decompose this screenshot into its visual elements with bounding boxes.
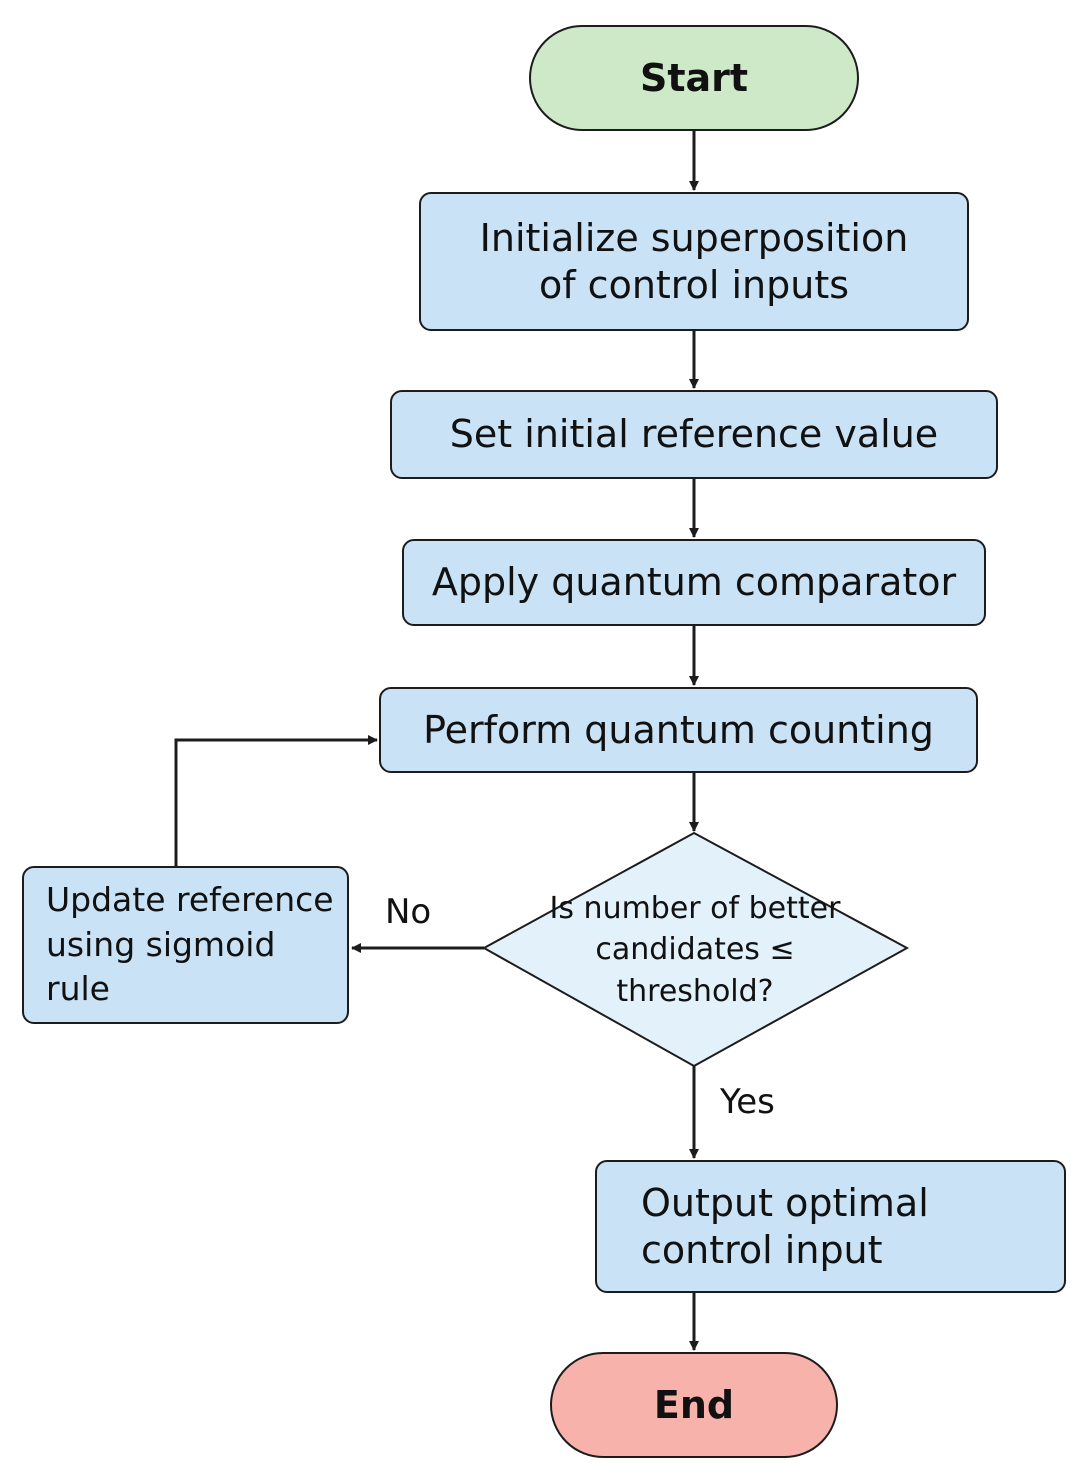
arrow-update-loop-to-counting — [174, 735, 378, 866]
initialize-superposition-label: Initialize superposition of control inpu… — [479, 216, 909, 307]
start-label: Start — [639, 55, 749, 100]
yes-branch-label: Yes — [720, 1082, 775, 1122]
quantum-counting-label: Perform quantum counting — [423, 707, 934, 752]
no-branch-label: No — [385, 892, 432, 932]
end-terminal: End — [550, 1352, 838, 1458]
decision-question: Is number of better candidates ≤ thresho… — [549, 891, 841, 1009]
update-reference-step: Update reference using sigmoid rule — [22, 866, 349, 1024]
quantum-counting-step: Perform quantum counting — [379, 687, 978, 773]
initialize-superposition-step: Initialize superposition of control inpu… — [419, 192, 969, 331]
end-label: End — [653, 1382, 735, 1427]
apply-comparator-step: Apply quantum comparator — [402, 539, 986, 626]
output-step: Output optimal control input — [595, 1160, 1066, 1293]
output-label: Output optimal control input — [641, 1181, 929, 1272]
start-terminal: Start — [529, 25, 859, 131]
set-reference-label: Set initial reference value — [449, 412, 939, 457]
update-reference-label: Update reference using sigmoid rule — [46, 879, 334, 1009]
apply-comparator-label: Apply quantum comparator — [431, 560, 957, 605]
set-reference-step: Set initial reference value — [390, 390, 998, 479]
